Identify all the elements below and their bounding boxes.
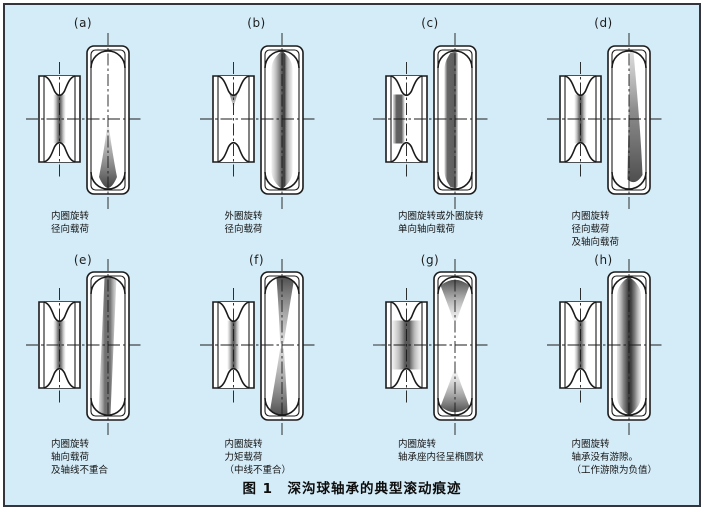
panel-caption-f: 内圈旋转力矩载荷（中线不重合） (225, 439, 292, 477)
panel-e: (e) (5, 251, 179, 477)
bearing-diagram-g (373, 259, 488, 435)
centerlines (373, 33, 488, 209)
panel-row-bottom: (e) (5, 251, 699, 477)
caption-line: 力矩载荷 (224, 451, 263, 463)
panel-caption-c: 内圈旋转或外圈旋转单向轴向载荷 (398, 211, 484, 237)
bearing-diagram-d (546, 33, 662, 209)
panel-label-a: (a) (73, 16, 93, 30)
panel-label-g: (g) (420, 253, 440, 267)
caption-line: 及轴线不重合 (51, 464, 109, 476)
panel-caption-b: 外圈旋转径向载荷 (225, 211, 263, 237)
centerlines (373, 259, 488, 435)
bearing-diagram-f (199, 259, 315, 435)
panel-caption-g: 内圈旋转轴承座内径呈椭圆状 (398, 439, 484, 465)
outer-raceway-mark (98, 278, 117, 414)
caption-line: 轴承座内径呈椭圆状 (398, 451, 484, 463)
panel-a: (a) (5, 5, 179, 251)
outer-raceway-mark (269, 276, 293, 416)
caption-line: 单向轴向载荷 (398, 223, 456, 235)
bearing-diagram-a (26, 33, 141, 209)
caption-line: 内圈旋转 (224, 439, 263, 450)
bearing-diagram-h (546, 259, 662, 435)
caption-line: 内圈旋转 (571, 439, 610, 450)
inner-raceway-mark (224, 81, 242, 108)
panel-label-f: (f) (248, 253, 265, 267)
centerlines (199, 259, 315, 435)
caption-line: 轴向载荷 (51, 451, 90, 463)
panel-label-e: (e) (73, 253, 93, 267)
outer-raceway-mark (627, 52, 642, 183)
panel-c: (c) (352, 5, 526, 251)
caption-line: 轴承没有游隙。 (571, 451, 639, 463)
centerlines (26, 259, 141, 435)
caption-line: 内圈旋转 (51, 439, 90, 450)
caption-line: 径向载荷 (51, 223, 90, 235)
panel-f: (f) (179, 251, 353, 477)
outer-raceway-mark (444, 51, 458, 189)
panel-caption-a: 内圈旋转径向载荷 (51, 211, 89, 237)
bearing-diagram-b (199, 33, 315, 209)
panel-label-h: (h) (594, 253, 613, 267)
panel-row-top: (a) (5, 5, 699, 251)
bearing-diagram-e (26, 259, 141, 435)
figure-title: 图 1 深沟球轴承的典型滚动痕迹 (242, 481, 462, 497)
panel-b: (b) (179, 5, 353, 251)
caption-line: 径向载荷 (224, 223, 263, 235)
panel-d: (d) (526, 5, 700, 251)
caption-line: 内圈旋转或外圈旋转 (398, 211, 484, 222)
panel-g: (g) (352, 251, 526, 477)
caption-line: （工作游隙为负值） (571, 464, 658, 476)
centerlines (546, 33, 662, 209)
caption-line: （中线不重合） (224, 464, 292, 476)
panel-caption-e: 内圈旋转轴向载荷及轴线不重合 (51, 439, 108, 477)
panel-label-c: (c) (421, 16, 439, 30)
caption-line: 内圈旋转 (398, 439, 437, 450)
panel-caption-d: 内圈旋转径向载荷及轴向载荷 (572, 211, 620, 249)
caption-line: 及轴向载荷 (571, 236, 620, 248)
panel-label-b: (b) (247, 16, 266, 30)
panel-caption-h: 内圈旋转轴承没有游隙。（工作游隙为负值） (572, 439, 658, 477)
centerlines (199, 33, 315, 209)
panel-h: (h) (526, 251, 700, 477)
centerlines (546, 259, 662, 435)
centerlines (26, 33, 141, 209)
bearing-diagram-c (373, 33, 488, 209)
figure-canvas: (a) (3, 3, 701, 507)
panel-label-d: (d) (594, 16, 613, 30)
caption-line: 内圈旋转 (51, 211, 90, 222)
caption-line: 径向载荷 (571, 223, 610, 235)
outer-raceway-mark (99, 119, 117, 188)
caption-line: 内圈旋转 (571, 211, 610, 222)
caption-line: 外圈旋转 (224, 211, 263, 222)
